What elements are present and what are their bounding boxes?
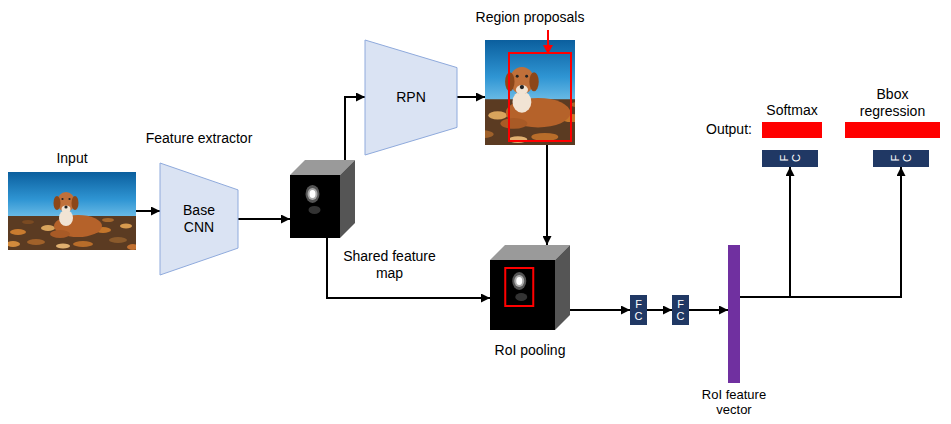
feature-map-caption: Shared feature map: [335, 248, 445, 282]
fc-label: FC: [778, 153, 802, 164]
cube-front: [490, 260, 555, 330]
trapezoid-outline: [160, 163, 238, 275]
trapezoid-outline: [365, 40, 457, 155]
stage-heading: Feature extractor: [146, 130, 253, 147]
output-heading: Bbox regression: [853, 86, 933, 120]
cube-shape: [290, 160, 355, 238]
arrow-connector: [136, 210, 160, 212]
roi-pool: RoI pooling: [490, 245, 570, 330]
arrow-connector: [238, 218, 290, 220]
output-bar: Bbox regression: [845, 122, 940, 138]
rpn-block: RPN: [365, 40, 457, 155]
proposal-pointer-head: [543, 45, 553, 54]
activation-blob: [514, 275, 524, 287]
activation-blob: [308, 188, 318, 200]
block-label: Base CNN: [174, 202, 224, 236]
arrow-connector: [740, 167, 790, 297]
arrow-connector: [546, 145, 548, 245]
activation-blob: [310, 190, 316, 198]
activation-blob: [516, 277, 522, 285]
output-bar: Softmax: [762, 122, 822, 138]
stage-caption: RoI pooling: [495, 342, 566, 359]
fc-layer: FC: [873, 150, 929, 167]
arrow-connector: [647, 309, 672, 311]
cnn-block: Feature extractorBase CNN: [160, 163, 238, 275]
activation-blob: [309, 206, 321, 214]
activation-blob: [515, 293, 527, 301]
block-label: RPN: [396, 89, 426, 106]
arrow-connector: [689, 309, 728, 311]
proposal-pointer: [547, 30, 549, 46]
cube-shape: [490, 245, 570, 330]
output-heading: Softmax: [766, 102, 817, 119]
fc-label: FC: [633, 298, 644, 322]
fc-label: FC: [889, 153, 913, 164]
fc-layer: FC: [762, 150, 818, 167]
fc-layer: FC: [630, 295, 647, 325]
proposal-photo: [441, 40, 620, 145]
fc-layer: FC: [672, 295, 689, 325]
cube-front: [290, 175, 340, 238]
arrow-connector: [740, 167, 901, 297]
image-caption: Input: [56, 150, 87, 167]
arrow-connector: [570, 309, 630, 311]
vector-caption: RoI feature vector: [689, 387, 779, 417]
image-caption: Region proposals: [476, 9, 585, 26]
feature-vector: RoI feature vector: [728, 245, 740, 383]
roi-box: [505, 268, 533, 306]
cube-side: [340, 160, 355, 238]
activation-blob: [306, 185, 320, 203]
proposal-box: [509, 53, 571, 141]
fc-label: FC: [675, 298, 686, 322]
input-photo: [6, 172, 139, 250]
cube-side: [555, 245, 570, 330]
output-label: Output:: [706, 121, 752, 138]
proposal-image: Region proposals: [485, 40, 575, 145]
activation-blob: [512, 272, 526, 290]
arrow-connector: [327, 238, 490, 298]
arrow-connector: [457, 96, 485, 98]
arrow-connector: [345, 97, 365, 160]
feature-map: Shared feature map: [290, 160, 355, 238]
input-image: Input: [8, 172, 136, 250]
